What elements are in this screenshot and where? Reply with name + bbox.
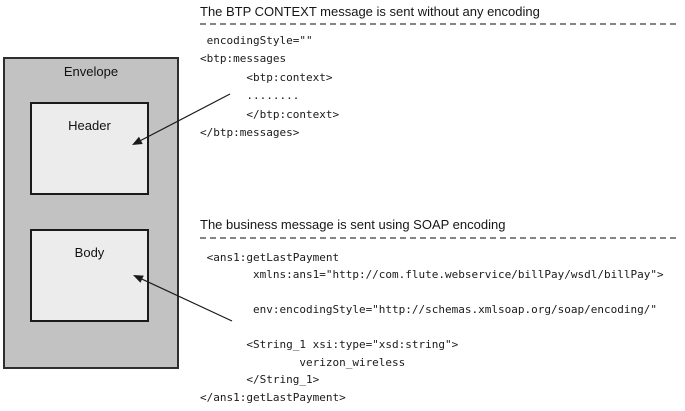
btp-code-block: encodingStyle="" <btp:messages <btp:cont… [200,33,340,140]
body-label: Body [74,245,105,260]
header-box: Header [30,102,149,195]
btp-section-title: The BTP CONTEXT message is sent without … [200,4,540,19]
soap-section-title: The business message is sent using SOAP … [200,217,506,232]
envelope-label: Envelope [63,64,119,79]
body-box: Body [30,229,149,322]
header-label: Header [68,118,111,133]
soap-code-block: <ans1:getLastPayment xmlns:ans1="http://… [200,250,664,404]
